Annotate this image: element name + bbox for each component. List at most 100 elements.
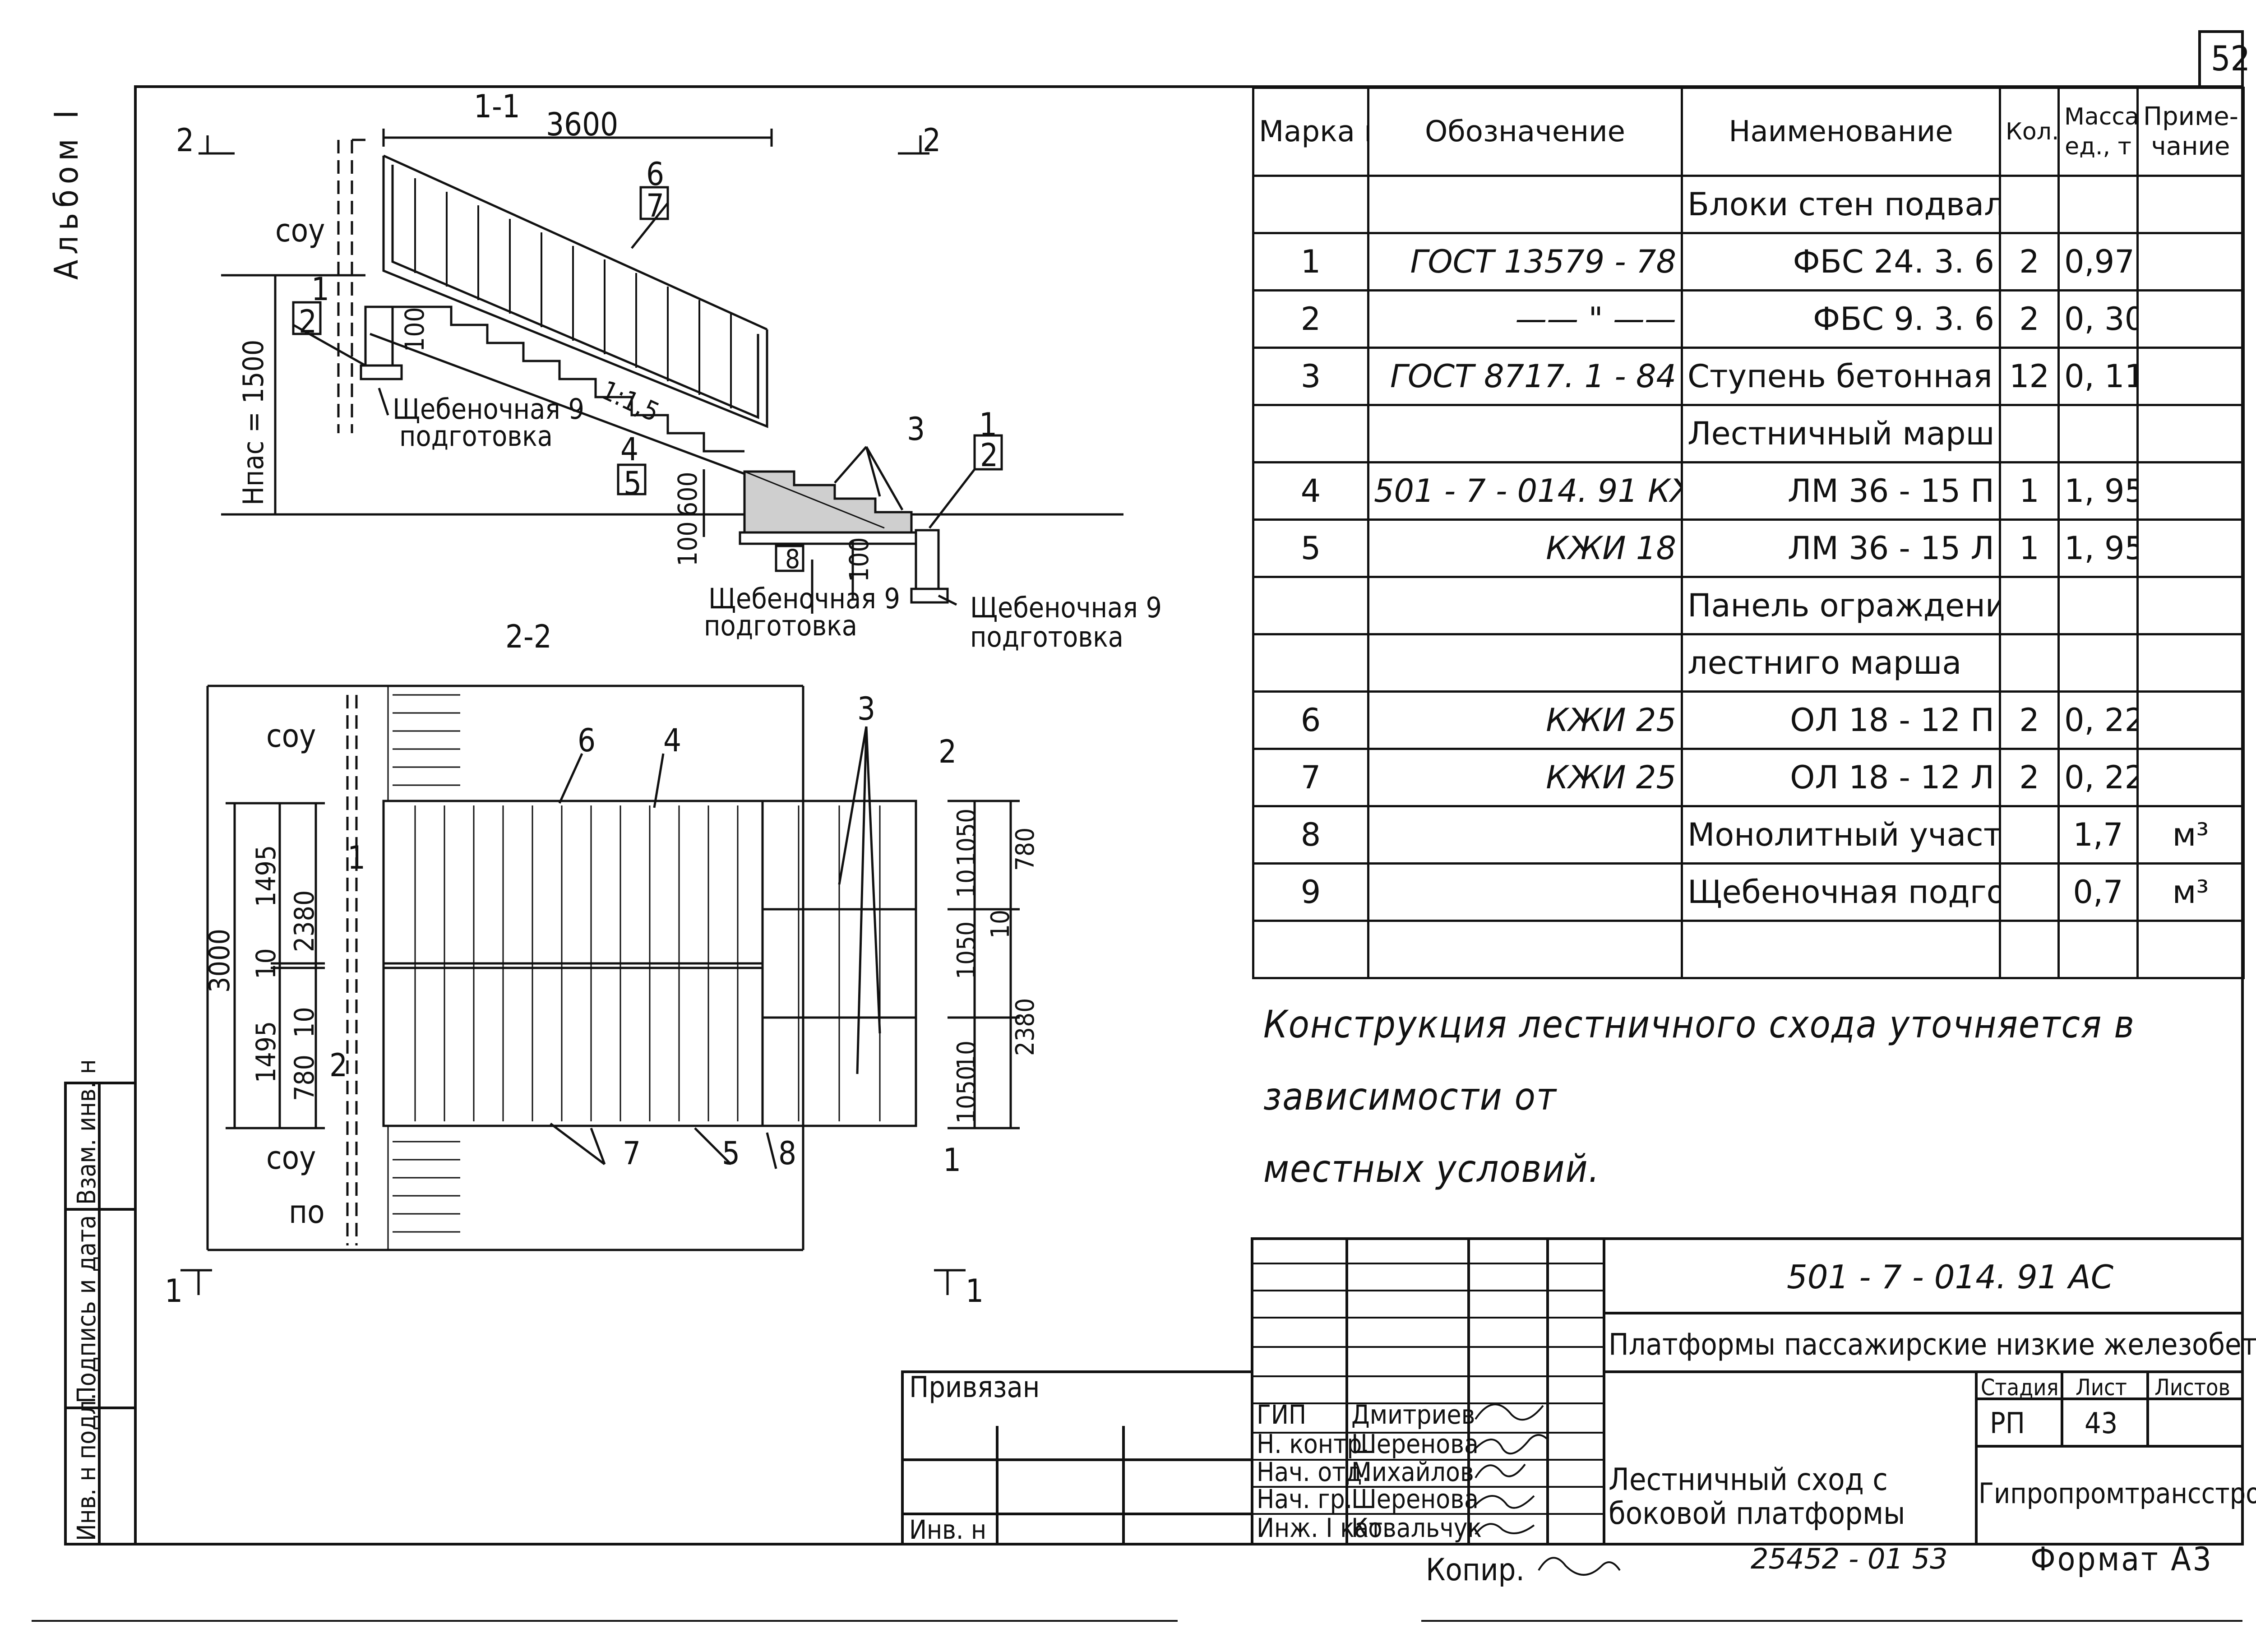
spec-cell-name: Лестничный марш (1681, 404, 2001, 463)
pos-6-s22: 6 (578, 722, 596, 759)
construction-note: Конструкция лестничного схода уточняется… (1263, 988, 2256, 1205)
dim-10-e: 10 (986, 909, 1015, 939)
sou-label-bottom: соу (266, 1139, 316, 1176)
gravel-label-1b: подготовка (399, 420, 553, 453)
spec-cell-mark: 3 (1252, 347, 1369, 406)
spec-cell-name: Ступень бетонная ЛС 11 (1681, 347, 2001, 406)
spec-cell-mark (1252, 920, 1369, 979)
dim-1495-a: 1495 (250, 845, 282, 907)
spec-cell-note (2136, 920, 2245, 979)
tb-sheet: 43 (2085, 1407, 2118, 1440)
spec-cell-name: ОЛ 18 - 12 Л (1681, 748, 2001, 807)
spec-cell-designation (1367, 175, 1683, 234)
tb-name-0: Дмитриев (1351, 1399, 1475, 1430)
pos-5-s11: 5 (624, 465, 642, 502)
section-2-2 (180, 685, 1020, 1295)
dim-1050-a: 1050 (952, 808, 981, 866)
spec-row: лестниго марша (1252, 633, 2245, 693)
spec-cell-name: ОЛ 18 - 12 П (1681, 690, 2001, 750)
pos-1-s11: 1 (311, 271, 330, 308)
pos-3-s22: 3 (857, 690, 876, 727)
spec-cell-qty (1999, 862, 2060, 922)
spec-cell-mass: 0, 305 (2057, 289, 2139, 349)
spec-cell-name: ФБС 24. 3. 6 (1681, 232, 2001, 292)
dim-10-b: 10 (289, 1007, 320, 1038)
stamp-inv-podl: Инв. н подл. (72, 1393, 102, 1541)
sheet-number: 52 (2211, 38, 2250, 79)
spec-cell-qty: 1 (1999, 518, 2060, 578)
spec-cell-note (2136, 347, 2245, 406)
dim-2380-b: 2380 (1011, 998, 1040, 1056)
tb-archive-number: 25452 - 01 53 (1751, 1542, 1948, 1575)
spec-cell-note (2136, 576, 2245, 635)
sou-label-1: соу (275, 212, 325, 249)
spec-cell-name: Щебеночная подготовка (1681, 862, 2001, 922)
spec-header-designation: Обозначение (1367, 87, 1683, 177)
title-block-lines (901, 1237, 2244, 1546)
pos-2-s22: 2 (938, 733, 957, 770)
tb-stage: РП (1990, 1407, 2025, 1440)
stamp-vzam: Взам. инв. н (72, 1059, 102, 1205)
spec-cell-designation: КЖИ 18 (1367, 518, 1683, 578)
dim-100-b: 100 (672, 521, 703, 566)
spec-cell-note (2136, 289, 2245, 349)
section-1-1-title: 1-1 (474, 88, 520, 125)
tb-role-2: Нач. отд. (1257, 1457, 1370, 1487)
level-label: Нпас = 1500 (237, 339, 270, 505)
pos-7-s11: 7 (646, 187, 665, 224)
spec-cell-qty: 1 (1999, 461, 2060, 521)
tb-name-4: Ковальчук (1351, 1513, 1482, 1543)
spec-cell-name: ФБС 9. 3. 6 (1681, 289, 2001, 349)
tb-name-3: Шеренова (1351, 1484, 1479, 1514)
dim-10-c: 10 (952, 869, 981, 898)
spec-row: Панель ограждения (1252, 576, 2245, 635)
gravel-label-3b: подготовка (970, 620, 1123, 653)
spec-cell-qty (1999, 633, 2060, 693)
tb-title-2: боковой платформы (1609, 1496, 1905, 1532)
dim-780-b: 780 (1011, 827, 1040, 871)
pos-7-s22: 7 (623, 1135, 641, 1172)
spec-cell-qty (1999, 805, 2060, 865)
stamp-podpis: Подпись и дата (72, 1215, 102, 1403)
spec-cell-designation (1367, 633, 1683, 693)
tb-role-1: Н. контр. (1257, 1429, 1370, 1459)
section-2-2-title: 2-2 (505, 618, 552, 655)
spec-header-mass: Масса ед., т (2057, 87, 2139, 177)
spec-cell-name: Панель ограждения (1681, 576, 2001, 635)
spec-cell-designation: 501 - 7 - 014. 91 КЖИ 18 (1367, 461, 1683, 521)
spec-cell-note: м³ (2136, 862, 2245, 922)
pos-5-s22: 5 (722, 1135, 740, 1172)
spec-cell-mark: 6 (1252, 690, 1369, 750)
spec-cell-designation: —— " —— (1367, 289, 1683, 349)
spec-cell-note (2136, 404, 2245, 463)
spec-row: 2—— " ——ФБС 9. 3. 620, 305 (1252, 289, 2245, 349)
section-1-1 (199, 129, 1123, 614)
tb-role-0: ГИП (1257, 1399, 1307, 1430)
spec-row (1252, 920, 2245, 979)
spec-cell-mass: 1, 95 (2057, 461, 2139, 521)
tb-stage-label: Стадия (1981, 1374, 2059, 1401)
spec-cell-designation (1367, 576, 1683, 635)
spec-cell-mass: 0, 113 (2057, 347, 2139, 406)
specification-table: Марка поз. Обозначение Наименование Кол.… (1252, 87, 2245, 979)
spec-cell-designation (1367, 404, 1683, 463)
spec-cell-mass (2057, 404, 2139, 463)
spec-cell-mass (2057, 576, 2139, 635)
dim-1495-b: 1495 (250, 1021, 282, 1083)
spec-cell-mass (2057, 633, 2139, 693)
dim-10-d: 10 (952, 1040, 981, 1069)
spec-cell-note (2136, 690, 2245, 750)
po-label: по (289, 1194, 325, 1231)
dim-100-a: 100 (399, 307, 430, 352)
spec-cell-qty (1999, 404, 2060, 463)
album-label: Альбом I (47, 105, 85, 280)
spec-cell-mass: 0,7 (2057, 862, 2139, 922)
dim-600: 600 (672, 472, 703, 517)
pos-4-s11: 4 (620, 431, 639, 468)
spec-cell-name (1681, 920, 2001, 979)
spec-cell-name: ЛМ 36 - 15 Л (1681, 518, 2001, 578)
spec-cell-qty: 2 (1999, 748, 2060, 807)
pos-1b-s11: 1 (979, 406, 998, 443)
